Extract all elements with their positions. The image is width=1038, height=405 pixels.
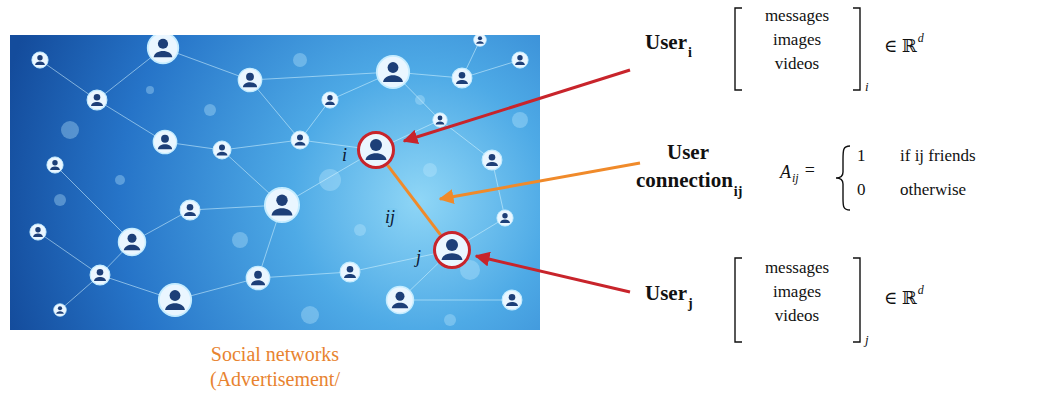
matrix-entry: images xyxy=(773,30,821,50)
matrix-entry: ∈ ℝ xyxy=(884,36,917,57)
matrix-entry: videos xyxy=(775,54,819,74)
user-icon xyxy=(47,157,63,173)
matrix-entry: messages xyxy=(765,258,829,278)
bokeh-dots xyxy=(54,53,528,326)
leader-arrow xyxy=(404,70,630,141)
matrix-entry: messages xyxy=(765,6,829,26)
user-node: i xyxy=(356,130,396,170)
network-picture xyxy=(10,35,540,330)
user-icon xyxy=(452,68,472,88)
ring xyxy=(435,233,470,268)
node-letter: j xyxy=(416,248,421,268)
leader-arrow xyxy=(476,256,630,292)
user-icon xyxy=(512,52,528,68)
user-icon xyxy=(148,35,179,63)
matrix-entry: images xyxy=(773,282,821,302)
user-icon xyxy=(246,266,269,289)
user-icon xyxy=(265,188,299,222)
bold-label: User xyxy=(645,30,687,54)
user-icon xyxy=(213,141,231,159)
left-bracket xyxy=(735,258,742,342)
user-icon xyxy=(482,150,502,170)
node-letter: i xyxy=(342,146,347,166)
leader-arrow xyxy=(440,163,640,199)
matrix-entry: ∈ ℝ xyxy=(884,288,917,309)
matrix-entry: 0 xyxy=(857,180,866,200)
user-icon xyxy=(119,229,146,256)
user-icon xyxy=(502,290,522,310)
bold-label: j xyxy=(688,296,693,312)
user-node: j xyxy=(432,230,472,270)
user-icon xyxy=(497,210,513,226)
matrix-entry: videos xyxy=(775,306,819,326)
left-bracket xyxy=(735,8,742,90)
right-bracket xyxy=(853,8,860,90)
bold-label: User xyxy=(645,281,687,305)
user-icon xyxy=(322,92,338,108)
matrix-entry: 1 xyxy=(857,146,866,166)
user-icon xyxy=(32,52,48,68)
math-symbol: ij xyxy=(792,172,799,186)
user-icon xyxy=(377,56,409,88)
math-symbol: d xyxy=(918,284,924,298)
math-symbol: d xyxy=(918,32,924,46)
user-ring xyxy=(432,230,472,270)
matrix-entry: otherwise xyxy=(900,180,966,200)
bold-label: User xyxy=(667,140,709,164)
picture-ground xyxy=(10,35,540,330)
matrix-entry: = xyxy=(805,160,815,181)
math-symbol: A xyxy=(780,162,791,183)
caption: Social networks (Advertisement/ xyxy=(185,342,365,392)
head xyxy=(370,139,382,151)
ring xyxy=(359,133,394,168)
user-icon xyxy=(153,130,176,153)
body xyxy=(366,153,387,160)
user-icon xyxy=(433,113,447,127)
user-icon xyxy=(30,224,46,240)
user-icon xyxy=(159,284,191,316)
math-symbol: i xyxy=(865,80,869,95)
head xyxy=(446,239,458,251)
user-icon xyxy=(180,200,200,220)
bold-label: i xyxy=(688,45,692,61)
edge-label: ij xyxy=(382,208,398,228)
body xyxy=(442,253,463,260)
user-icon xyxy=(387,287,414,314)
matrix-entry: if ij friends xyxy=(900,146,976,166)
user-icon xyxy=(238,68,261,91)
user-icon xyxy=(474,35,487,46)
user-icon xyxy=(54,304,67,317)
user-icon xyxy=(87,90,107,110)
bold-label: connection xyxy=(636,168,733,192)
user-icon xyxy=(90,265,110,285)
right-bracket xyxy=(853,258,860,342)
user-icon xyxy=(340,262,360,282)
matrix-brackets xyxy=(735,8,860,342)
user-icons xyxy=(30,35,528,316)
network-links xyxy=(38,40,520,310)
curly-brace xyxy=(836,146,850,210)
user-ring xyxy=(356,130,396,170)
bold-label: ij xyxy=(734,184,743,200)
leader-arrows xyxy=(404,70,640,292)
math-symbol: j xyxy=(865,333,869,348)
user-icon xyxy=(291,131,309,149)
